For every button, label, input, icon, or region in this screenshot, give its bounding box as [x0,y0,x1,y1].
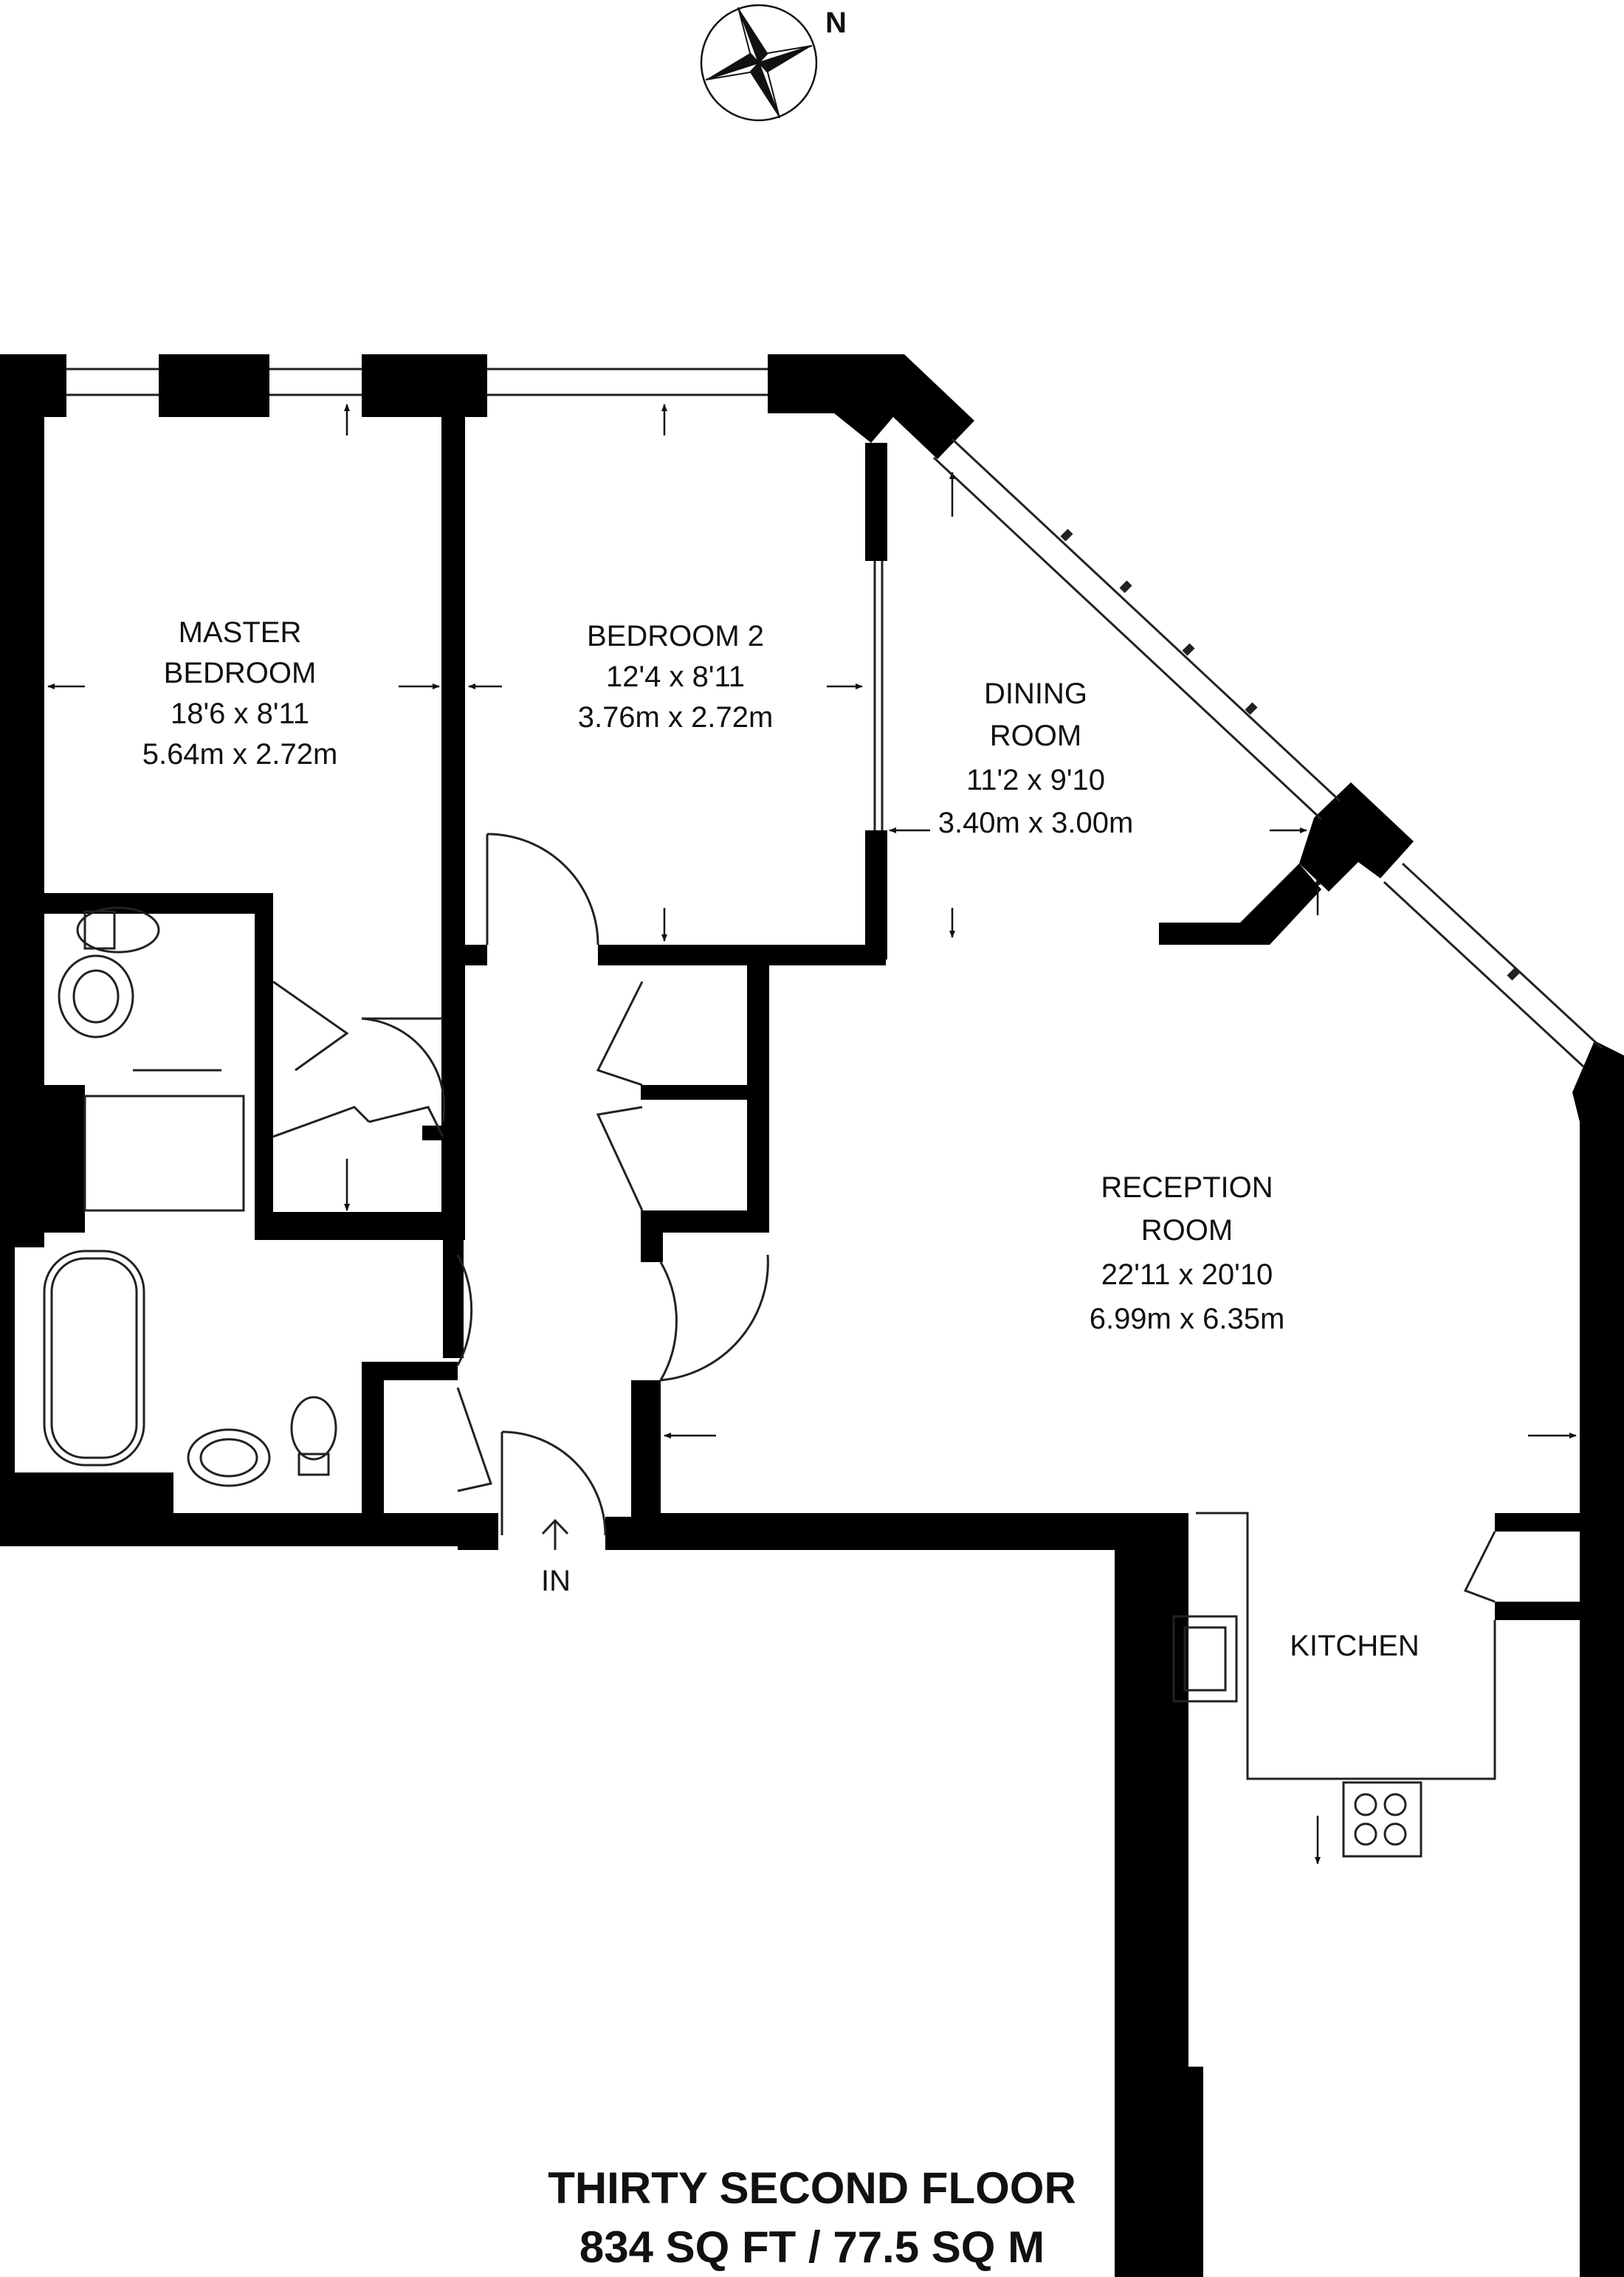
master-bedroom-imperial: 18'6 x 8'11 [171,697,309,730]
dining-room-metric: 3.40m x 3.00m [938,807,1134,839]
dining-room-label: DINING ROOM 11'2 x 9'10 3.40m x 3.00m [938,678,1134,839]
kitchen-label: KITCHEN [1290,1630,1420,1662]
window-lines [66,368,1603,1068]
floor-name: THIRTY SECOND FLOOR [548,2163,1076,2213]
dimension-arrows [47,404,1577,1864]
dining-room-imperial: 11'2 x 9'10 [966,764,1105,796]
reception-room-metric: 6.99m x 6.35m [1090,1303,1285,1335]
reception-room-name-2: ROOM [1141,1214,1233,1247]
floor-summary: THIRTY SECOND FLOOR 834 SQ FT / 77.5 SQ … [548,2163,1076,2272]
reception-room-label: RECEPTION ROOM 22'11 x 20'10 6.99m x 6.3… [1090,1171,1285,1335]
north-compass-icon [700,4,818,122]
north-label: N [825,7,847,39]
dining-room-name-2: ROOM [990,720,1081,752]
master-bedroom-label: MASTER BEDROOM 18'6 x 8'11 5.64m x 2.72m [142,616,338,771]
master-bedroom-name-1: MASTER [179,616,302,649]
bedroom-2-imperial: 12'4 x 8'11 [606,661,745,693]
reception-room-name-1: RECEPTION [1101,1171,1273,1204]
bedroom-2-label: BEDROOM 2 12'4 x 8'11 3.76m x 2.72m [578,620,774,734]
reception-room-imperial: 22'11 x 20'10 [1101,1258,1273,1291]
master-bedroom-metric: 5.64m x 2.72m [142,738,338,771]
floor-area: 834 SQ FT / 77.5 SQ M [579,2222,1045,2272]
bedroom-2-name: BEDROOM 2 [587,620,764,652]
fixtures [43,906,1496,1858]
master-bedroom-name-2: BEDROOM [164,657,317,689]
entrance-label: IN [541,1565,571,1597]
walls [0,354,1624,2277]
bedroom-2-metric: 3.76m x 2.72m [578,701,774,734]
kitchen-name: KITCHEN [1290,1630,1420,1662]
doors [272,833,1496,1603]
dining-room-name-1: DINING [984,678,1087,710]
